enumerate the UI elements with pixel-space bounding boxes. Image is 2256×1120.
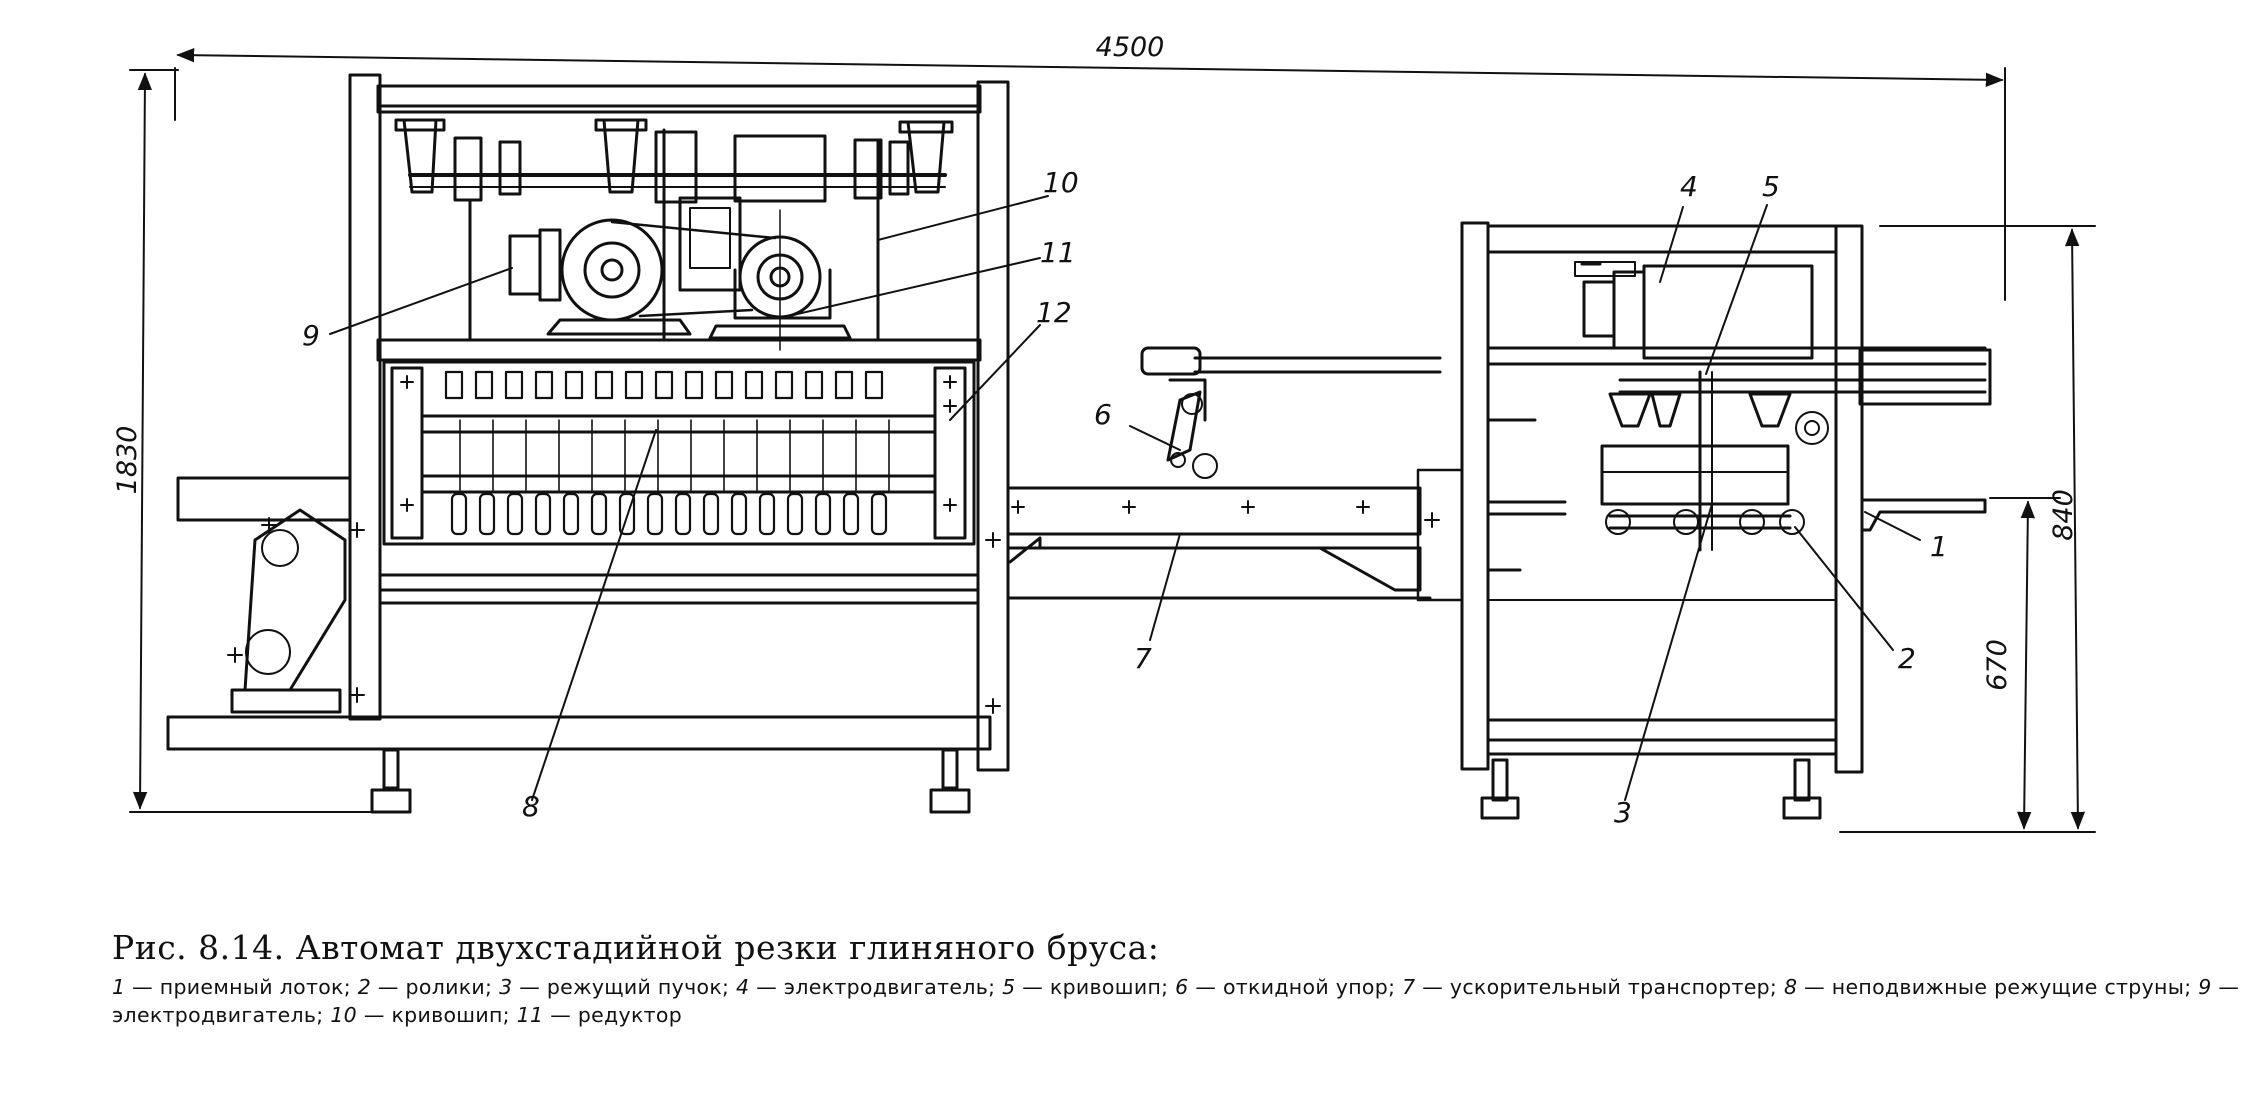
callout-2: 2: [1898, 642, 1916, 675]
legend-text: — редуктор: [543, 1003, 683, 1027]
legend-number: 3: [499, 975, 513, 999]
dim-670: 670: [1982, 639, 2013, 691]
top-conical-rollers: [394, 118, 954, 194]
callout-7: 7: [1134, 642, 1152, 675]
motor-4: [1574, 261, 1814, 360]
legend-number: 9: [2198, 975, 2212, 999]
foot-left-1: [370, 748, 412, 814]
legend-text: — откидной упор;: [1188, 975, 1403, 999]
dim-1830: 1830: [112, 426, 143, 495]
leader-11: [779, 257, 1041, 319]
leader-3: [1624, 503, 1713, 801]
callout-8: 8: [522, 790, 540, 823]
legend-number: 8: [1783, 975, 1798, 999]
callout-3: 3: [1614, 796, 1632, 829]
foot-right-2: [1782, 758, 1822, 820]
legend-number: 5: [1002, 975, 1016, 999]
dim-840: 840: [2048, 489, 2079, 541]
caption-title: Рис. 8.14. Автомат двухстадийной резки г…: [112, 928, 1160, 967]
dimension-table-height: 670: [1982, 497, 2061, 830]
dimension-overall-height: 1830: [112, 69, 381, 813]
leader-8: [531, 429, 657, 801]
cutting-strings-frame: [382, 360, 976, 546]
leader-10: [877, 195, 1049, 241]
callout-9: 9: [302, 319, 320, 352]
legend-text: — неподвижные режущие струны;: [1797, 975, 2199, 999]
dimension-overall-length: 4500: [174, 32, 2006, 301]
legend-number: 10: [330, 1003, 358, 1027]
callout-4: 4: [1680, 170, 1698, 203]
legend-number: 6: [1175, 975, 1189, 999]
legend-number: 11: [516, 1003, 544, 1027]
conveyor-7: [1006, 486, 1432, 600]
legend-text: — ролики;: [371, 975, 500, 999]
left-machine: [166, 73, 1010, 814]
dim-4500: 4500: [1096, 32, 1165, 63]
callout-12: 12: [1036, 296, 1072, 329]
leader-2: [1794, 526, 1894, 651]
stop-6: [1140, 346, 1442, 479]
callout-labels: 1 2 3 4 5 6 7 8 9 10 11 12: [302, 166, 1948, 829]
right-machine: [1416, 221, 1992, 820]
legend-text: — приемный лоток;: [125, 975, 358, 999]
leader-4: [1659, 206, 1684, 283]
callout-11: 11: [1040, 236, 1076, 269]
leader-1: [1864, 511, 1921, 541]
legend-number: 7: [1402, 975, 1416, 999]
foot-right-1: [1480, 758, 1520, 820]
caption-legend: 1 — приемный лоток; 2 — ролики; 3 — режу…: [112, 973, 2252, 1029]
legend-text: — электродвигатель;: [112, 975, 2240, 1027]
machine-drawing: 4500 1830 840 670: [112, 32, 2096, 833]
lower-left-crank: [227, 508, 347, 714]
legend-text: — ускорительный транспортер;: [1415, 975, 1784, 999]
legend-text: — кривошип;: [1015, 975, 1176, 999]
legend-number: 4: [736, 975, 750, 999]
callout-10: 10: [1043, 166, 1079, 199]
leader-5: [1705, 204, 1768, 375]
legend-text: — режущий пучок;: [512, 975, 737, 999]
leader-12: [949, 324, 1041, 421]
motor-9: [508, 218, 692, 336]
rollers-2: [1605, 509, 1805, 535]
callout-5: 5: [1762, 170, 1780, 203]
callout-1: 1: [1930, 530, 1948, 563]
legend-number: 2: [357, 975, 372, 999]
leader-9: [329, 267, 513, 335]
leader-7: [1149, 533, 1181, 641]
legend-text: — электродвигатель;: [749, 975, 1003, 999]
leader-6: [1129, 425, 1181, 451]
dimension-cutter-height: 840: [1839, 225, 2096, 833]
legend-text: — кривошип;: [357, 1003, 517, 1027]
leader-lines: [329, 195, 1921, 801]
foot-left-2: [929, 748, 971, 814]
figure-caption: Рис. 8.14. Автомат двухстадийной резки г…: [112, 928, 2252, 1029]
legend-number: 1: [112, 975, 126, 999]
callout-6: 6: [1094, 398, 1112, 431]
